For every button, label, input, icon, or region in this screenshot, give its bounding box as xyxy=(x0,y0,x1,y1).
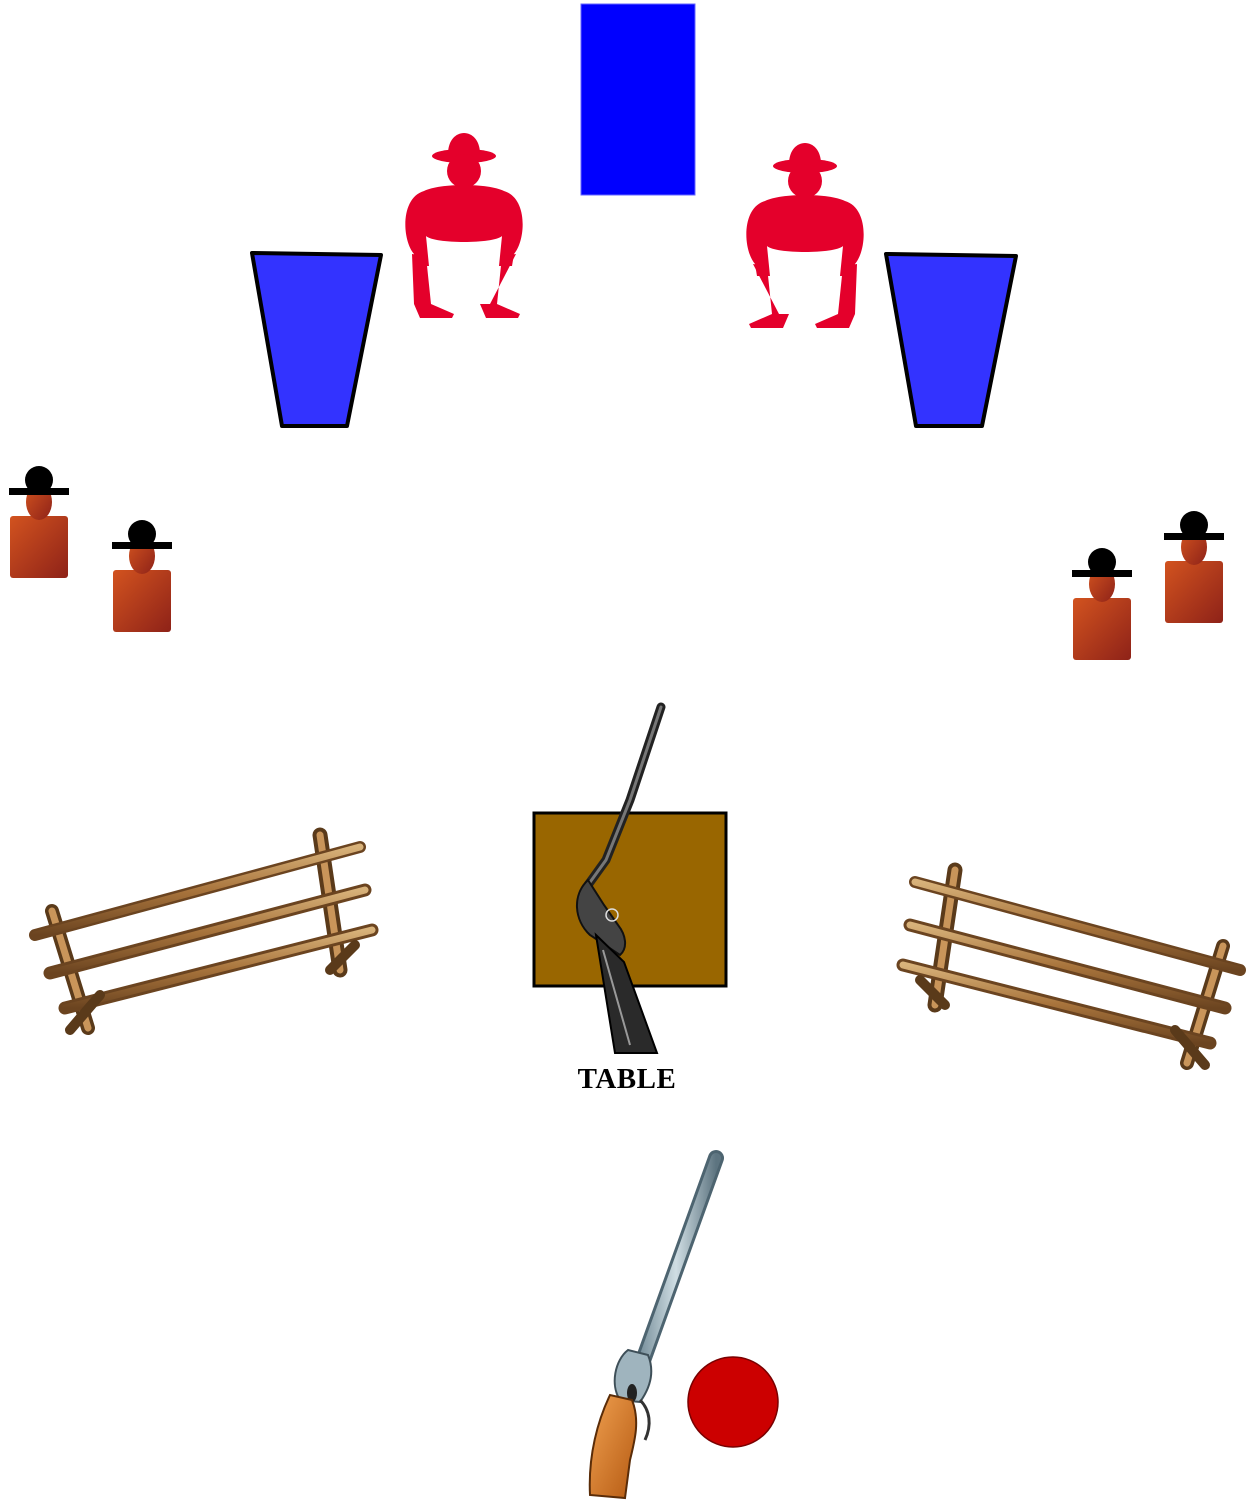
lever-action-rifle-icon xyxy=(590,1158,716,1498)
right-fence xyxy=(903,870,1240,1065)
center-blue-target xyxy=(581,4,695,195)
table-label: TABLE xyxy=(527,1063,727,1096)
start-position-marker xyxy=(688,1357,778,1447)
right-blue-barricade xyxy=(886,254,1016,426)
left-popper-2 xyxy=(112,520,172,632)
left-popper-1 xyxy=(9,466,69,578)
left-blue-barricade xyxy=(252,253,381,426)
left-fence xyxy=(35,835,372,1030)
right-popper-2 xyxy=(1164,511,1224,623)
right-red-cowboy-target xyxy=(746,143,863,328)
right-popper-1 xyxy=(1072,548,1132,660)
table xyxy=(534,813,726,986)
left-red-cowboy-target xyxy=(405,133,522,318)
